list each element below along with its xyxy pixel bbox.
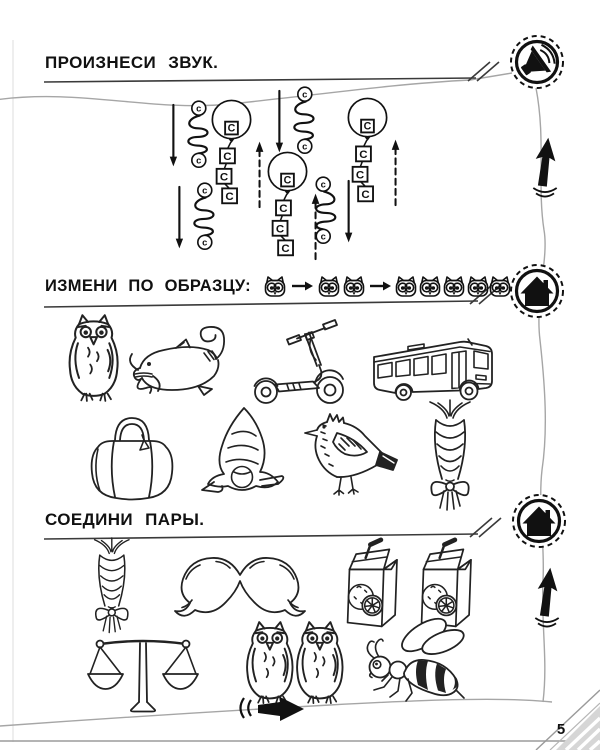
owl-face-icon <box>318 276 340 297</box>
home-icon <box>511 265 563 317</box>
arrow-right-icon <box>290 280 315 292</box>
picture-catfish <box>129 326 226 396</box>
picture-owl <box>246 621 294 705</box>
picture-crested-bird <box>304 413 398 496</box>
picture-bag <box>90 417 174 501</box>
picture-owl <box>68 314 119 402</box>
arrow-right-icon <box>368 280 393 292</box>
owl-face-icon <box>395 276 417 297</box>
bottom-curve-line <box>0 698 553 727</box>
section-title-pairs: СОЕДИНИ ПАРЫ. <box>45 510 205 529</box>
section-title-pattern: ИЗМЕНИ ПО ОБРАЗЦУ: <box>45 276 251 295</box>
picture-juice-box <box>348 540 397 626</box>
home-icon <box>513 495 565 547</box>
balloon-chain-icon <box>347 97 401 207</box>
owl-face-icon <box>343 276 365 297</box>
pairs-picture-grid <box>86 537 471 713</box>
picture-kerchief <box>201 407 285 493</box>
speaker-icon <box>511 36 563 88</box>
spiral-down-icon <box>315 176 354 245</box>
balloon-chain-icon <box>211 99 265 209</box>
picture-juice-box <box>422 540 471 626</box>
rule-pairs <box>43 517 502 540</box>
owl-face-icon <box>489 276 511 297</box>
pattern-picture-grid <box>68 314 493 511</box>
picture-braid <box>93 537 130 634</box>
owl-face-icon <box>467 276 489 297</box>
picture-scooter <box>253 319 344 404</box>
up-arrow-icon <box>531 135 560 198</box>
right-wavy-line <box>535 87 547 703</box>
balloon-chain-icon <box>267 151 321 261</box>
corner-decoration <box>535 689 600 750</box>
picture-mustache <box>174 557 306 617</box>
owl-face-icon <box>443 276 465 297</box>
spiral-down-icon <box>174 182 215 251</box>
picture-scales <box>86 639 200 713</box>
picture-bus <box>373 338 493 401</box>
pattern-example-sequence <box>264 276 511 297</box>
owl-face-icon <box>419 276 441 297</box>
picture-owl <box>296 621 344 705</box>
spiral-down-icon <box>168 100 209 169</box>
page-number: 5 <box>556 721 566 738</box>
sound-exercise-diagram <box>168 86 401 261</box>
picture-braid <box>429 399 471 511</box>
owl-face-icon <box>264 276 286 297</box>
section-title-pronounce: ПРОИЗНЕСИ ЗВУК. <box>45 53 219 72</box>
rule-pronounce <box>43 61 500 83</box>
up-arrow-icon <box>533 565 562 628</box>
